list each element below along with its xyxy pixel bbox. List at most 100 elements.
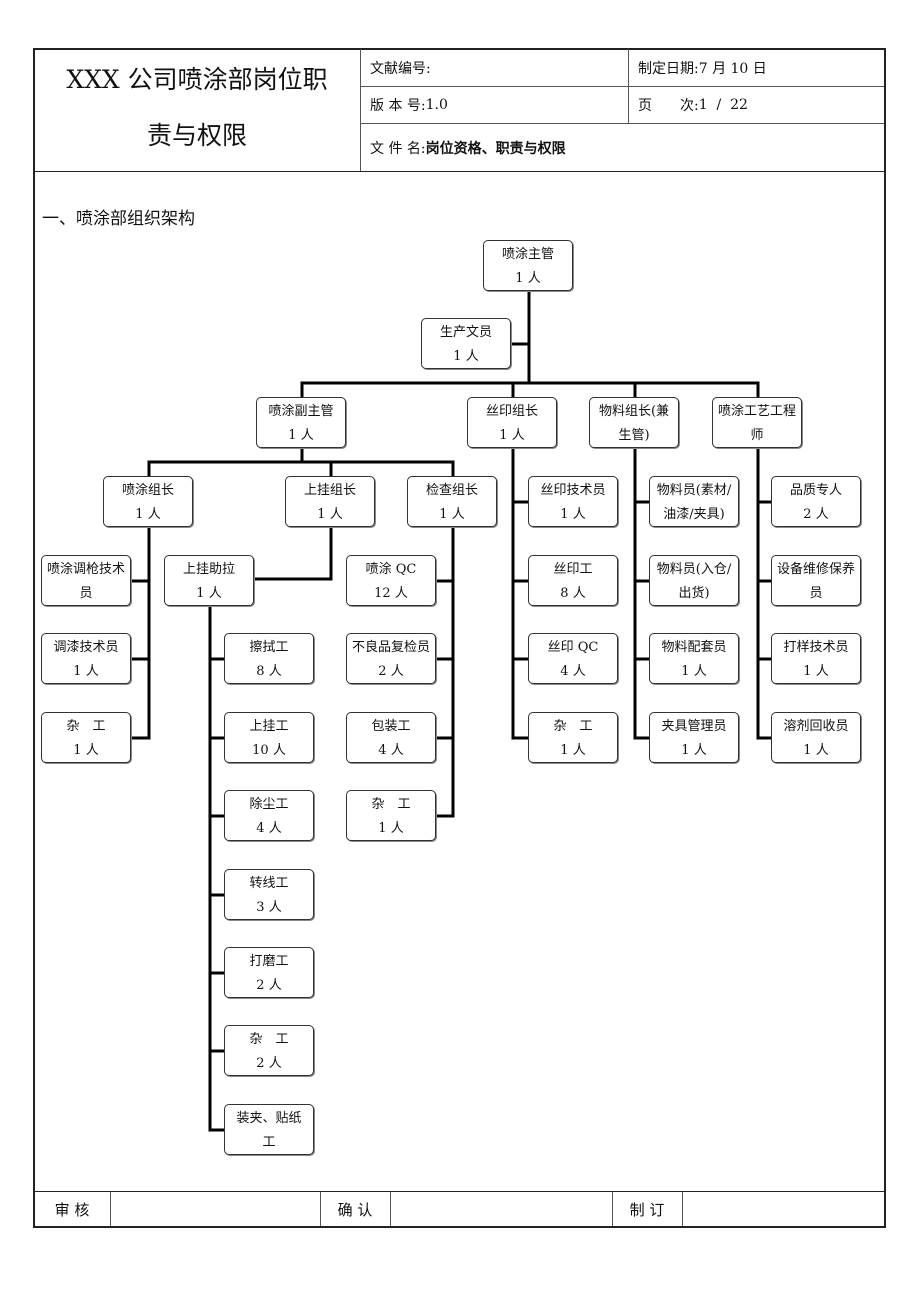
org-node-text: 1 人 (439, 507, 465, 522)
org-node-text: 2 人 (803, 507, 829, 522)
org-node-text: 设备维修保养 (776, 562, 855, 577)
review-label: 审 核 (54, 1200, 90, 1219)
org-node-text: 4 人 (560, 664, 586, 679)
org-node-text: 物料组长(兼 (598, 404, 670, 419)
org-node-text: 杂 工 (249, 1032, 289, 1047)
org-node-text: 师 (750, 428, 764, 443)
org-node-text: 打样技术员 (783, 640, 849, 655)
divider (110, 1192, 111, 1226)
divider (360, 123, 884, 124)
divider (360, 49, 361, 171)
org-node-text: 喷涂副主管 (268, 404, 334, 419)
org-node: 物料组长(兼生管) (589, 397, 679, 448)
org-node: 生产文员 1 人 (421, 318, 511, 369)
divider (682, 1192, 683, 1226)
doc-number: 文献编号: (370, 61, 431, 77)
org-node: 物料配套员 1 人 (649, 633, 739, 684)
org-node: 喷涂工艺工程师 (712, 397, 802, 448)
org-node-text: 装夹、贴纸 (236, 1111, 302, 1126)
org-node: 检查组长 1 人 (407, 476, 497, 527)
org-node-text: 打磨工 (249, 954, 289, 969)
org-node: 除尘工 4 人 (224, 790, 314, 841)
page-frame (33, 48, 886, 1228)
org-node-text: 1 人 (73, 743, 99, 758)
org-node: 转线工 3 人 (224, 869, 314, 920)
divider (360, 86, 884, 87)
org-node-text: 1 人 (803, 743, 829, 758)
document-title: XXX 公司喷涂部岗位职责与权限 (66, 65, 328, 150)
org-node-text: 1 人 (453, 349, 479, 364)
org-node: 装夹、贴纸工 (224, 1104, 314, 1155)
org-node-text: 3 人 (256, 900, 282, 915)
org-node-text: 2 人 (256, 1056, 282, 1071)
org-node: 不良品复检员 2 人 (346, 633, 436, 684)
org-node-text: 溶剂回收员 (783, 719, 849, 734)
org-node-text: 1 人 (499, 428, 525, 443)
org-node: 物料员(入仓/出货) (649, 555, 739, 606)
org-node-text: 12 人 (374, 586, 408, 601)
org-node-text: 10 人 (252, 743, 286, 758)
org-node-text: 喷涂工艺工程 (717, 404, 796, 419)
org-node-text: 上挂工 (249, 719, 289, 734)
org-node-text: 转线工 (249, 876, 289, 891)
divider (612, 1192, 613, 1226)
org-node-text: 擦拭工 (249, 640, 289, 655)
org-node-text: 物料员(素材/ (656, 483, 732, 498)
confirm-label: 确 认 (337, 1200, 373, 1219)
org-node-text: 油漆/夹具) (663, 507, 725, 522)
org-node: 丝印组长 1 人 (467, 397, 557, 448)
org-node-text: 不良品复检员 (351, 640, 430, 655)
org-node-text: 1 人 (560, 743, 586, 758)
org-node-text: 喷涂主管 (501, 247, 554, 262)
file-name: 文 件 名:岗位资格、职责与权限 (370, 140, 566, 157)
org-node-text: 2 人 (256, 978, 282, 993)
org-node-text: 2 人 (378, 664, 404, 679)
org-node-text: 品质专人 (789, 483, 842, 498)
org-node-text: 1 人 (560, 507, 586, 522)
org-node-text: 1 人 (135, 507, 161, 522)
org-node: 喷涂 QC 12 人 (346, 555, 436, 606)
org-node: 喷涂调枪技术员 (41, 555, 131, 606)
org-node-text: 生产文员 (439, 325, 492, 340)
org-node-text: 出货) (678, 586, 710, 601)
org-node-text: 工 (262, 1135, 276, 1150)
divider (320, 1192, 321, 1226)
org-node-text: 除尘工 (249, 797, 289, 812)
org-node-text: 丝印组长 (485, 404, 538, 419)
org-node-text: 4 人 (256, 821, 282, 836)
org-node-text: 夹具管理员 (661, 719, 727, 734)
revise-label: 制 订 (629, 1200, 665, 1219)
org-node-text: 检查组长 (425, 483, 478, 498)
org-node-text: 1 人 (196, 586, 222, 601)
org-node-text: 喷涂 QC (365, 562, 417, 577)
divider (34, 1191, 884, 1192)
org-node: 物料员(素材/油漆/夹具) (649, 476, 739, 527)
org-node-text: 8 人 (256, 664, 282, 679)
org-node-text: 丝印 QC (547, 640, 599, 655)
org-node-text: 1 人 (681, 664, 707, 679)
org-node: 设备维修保养员 (771, 555, 861, 606)
org-node: 品质专人 2 人 (771, 476, 861, 527)
org-node-text: 丝印技术员 (540, 483, 606, 498)
org-node-text: 员 (809, 586, 823, 601)
org-node: 杂 工 2 人 (224, 1025, 314, 1076)
org-node-text: 包装工 (371, 719, 411, 734)
org-node-text: 物料配套员 (661, 640, 727, 655)
org-node-text: 生管) (618, 428, 650, 443)
org-node: 溶剂回收员 1 人 (771, 712, 861, 763)
org-node-text: 丝印工 (553, 562, 593, 577)
divider (390, 1192, 391, 1226)
org-node-text: 1 人 (378, 821, 404, 836)
org-node: 擦拭工 8 人 (224, 633, 314, 684)
org-node-text: 杂 工 (66, 719, 106, 734)
